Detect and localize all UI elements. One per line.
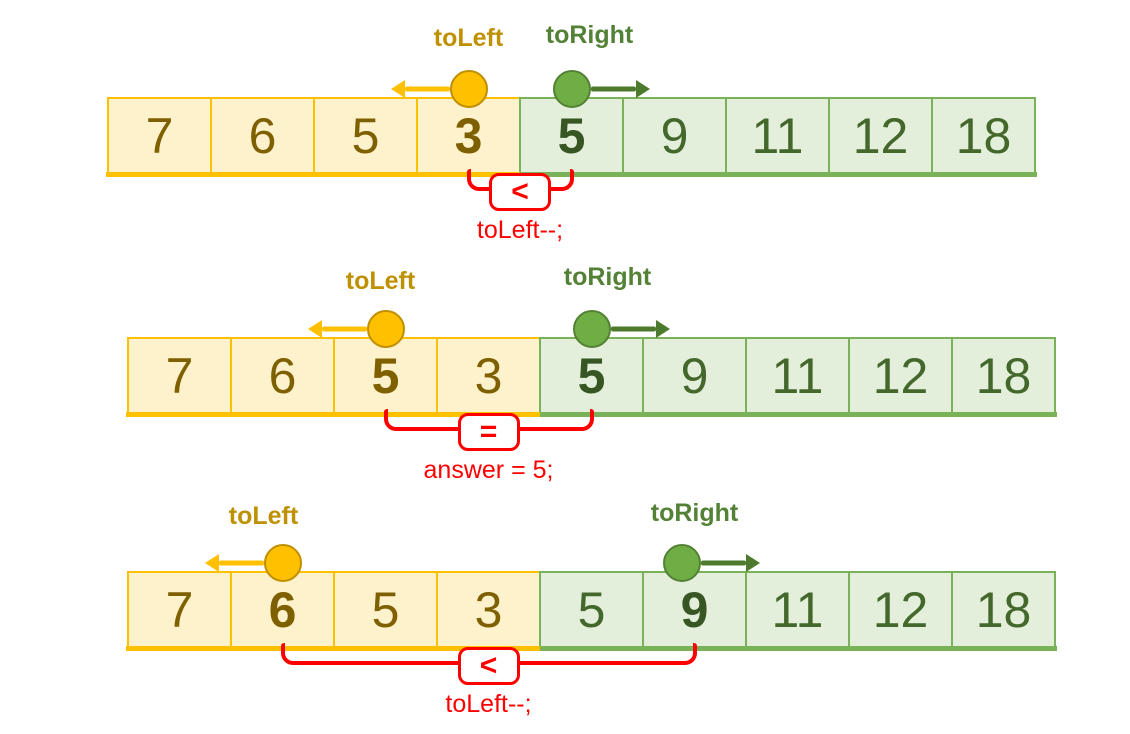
step-caption: answer = 5; [423, 456, 554, 484]
array-cell-right-2: 11 [725, 97, 830, 175]
toleft-arrow-line [321, 326, 367, 332]
array-cell-right-0: 5 [539, 571, 644, 649]
toright-pointer-label: toRight [650, 499, 739, 527]
toright-pointer-icon [552, 70, 591, 108]
array-cell-left-0: 7 [127, 571, 232, 649]
toright-arrow-head-icon [635, 80, 650, 98]
toright-arrow-head-icon [745, 554, 760, 572]
toleft-pointer-icon [366, 310, 405, 348]
toright-arrow-head-icon [655, 320, 670, 338]
step-caption: toLeft--; [476, 216, 564, 244]
toleft-pointer-label: toLeft [345, 267, 416, 295]
array-cell-left-2: 5 [333, 571, 438, 649]
array-cell-right-0: 5 [519, 97, 624, 175]
array-cell-left-3: 3 [436, 337, 541, 415]
toleft-pointer-label: toLeft [433, 24, 504, 52]
array-bottom-edge-green [540, 646, 1057, 651]
array-cell-right-3: 12 [828, 97, 933, 175]
array-cell-left-3: 3 [436, 571, 541, 649]
array-bottom-edge-green [520, 172, 1037, 177]
array-bottom-edge-yellow [106, 172, 524, 177]
array-cell-left-2: 5 [313, 97, 418, 175]
toleft-arrow-head-icon [204, 554, 219, 572]
array-cell-right-2: 11 [745, 571, 850, 649]
step-caption: toLeft--; [445, 690, 532, 718]
toleft-pointer-icon [263, 544, 302, 582]
array-cell-right-2: 11 [745, 337, 850, 415]
array-cell-left-1: 6 [210, 97, 315, 175]
toright-arrow-line [700, 560, 746, 566]
array-cell-right-4: 18 [931, 97, 1036, 175]
array-cell-left-1: 6 [230, 571, 335, 649]
array-bottom-edge-yellow [126, 646, 544, 651]
comparison-operator-box: < [489, 173, 551, 211]
toleft-pointer-label: toLeft [228, 502, 299, 530]
toleft-pointer-icon [449, 70, 488, 108]
array-cell-left-3: 3 [416, 97, 521, 175]
array-cell-right-4: 18 [951, 571, 1056, 649]
array-cell-left-0: 7 [127, 337, 232, 415]
toright-arrow-line [610, 326, 656, 332]
toleft-arrow-head-icon [307, 320, 322, 338]
array-cell-right-3: 12 [848, 571, 953, 649]
toleft-arrow-line [218, 560, 264, 566]
toright-pointer-icon [572, 310, 611, 348]
toright-arrow-line [590, 86, 636, 92]
toleft-arrow-line [404, 86, 450, 92]
array-bottom-edge-yellow [126, 412, 544, 417]
array-cell-left-1: 6 [230, 337, 335, 415]
array-cell-left-0: 7 [107, 97, 212, 175]
comparison-operator-box: = [457, 413, 520, 451]
toright-pointer-label: toRight [563, 263, 652, 291]
array-cell-right-1: 9 [642, 571, 747, 649]
array-cell-right-0: 5 [539, 337, 644, 415]
array-bottom-edge-green [540, 412, 1057, 417]
toleft-arrow-head-icon [390, 80, 405, 98]
array-cell-right-1: 9 [622, 97, 727, 175]
array-cell-right-1: 9 [642, 337, 747, 415]
toright-pointer-icon [662, 544, 701, 582]
comparison-operator-box: < [457, 647, 520, 685]
array-cell-right-4: 18 [951, 337, 1056, 415]
array-cell-right-3: 12 [848, 337, 953, 415]
array-cell-left-2: 5 [333, 337, 438, 415]
toright-pointer-label: toRight [545, 21, 634, 49]
